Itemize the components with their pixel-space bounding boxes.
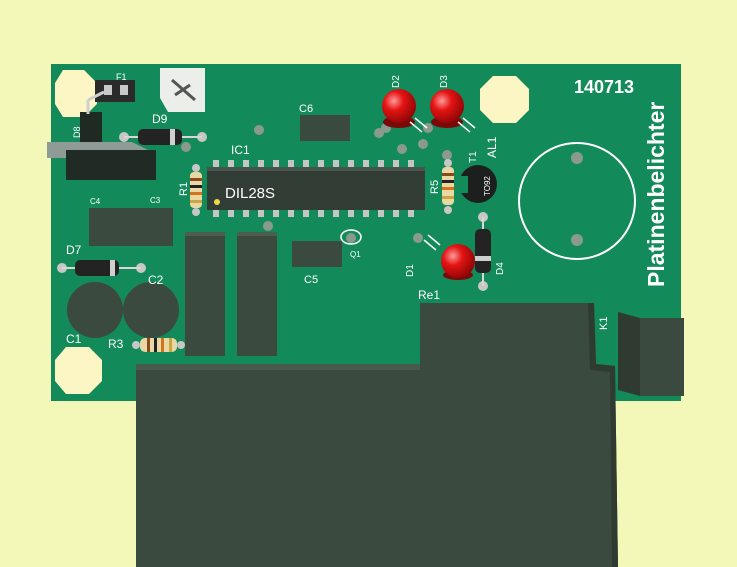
fuse-f1-pin <box>104 85 112 95</box>
diode-d7 <box>75 260 119 276</box>
board-number: 140713 <box>574 77 634 97</box>
capacitor-c4 <box>89 208 129 246</box>
mounting-hole-bottom-left <box>55 347 102 394</box>
capacitor-c6 <box>300 115 350 141</box>
label-r1: R1 <box>178 182 190 196</box>
pad <box>444 206 452 214</box>
regulator-lead <box>87 90 105 102</box>
led-d2 <box>382 89 416 123</box>
relay-re1-shadow-edge <box>588 303 618 567</box>
resistor-band <box>190 200 202 203</box>
buzzer-outline <box>518 142 636 260</box>
label-d8: D8 <box>72 126 82 138</box>
resistor-band <box>190 178 202 181</box>
relay-re1-top-face <box>136 364 420 370</box>
heatsink-base <box>66 150 156 180</box>
diode-d9 <box>138 129 182 145</box>
capacitor-c5 <box>292 241 342 267</box>
capacitor-tall-right <box>237 232 277 356</box>
crystal-q1 <box>340 229 362 245</box>
ic1-chip <box>207 167 425 210</box>
pad <box>177 341 185 349</box>
ic1-pins-bottom <box>213 208 414 217</box>
buzzer-pad <box>571 152 583 164</box>
led-d1 <box>441 244 475 278</box>
transistor-package-label: TO92 <box>483 176 492 196</box>
capacitor-c3 <box>129 208 173 246</box>
board-title: Platinenbelichter <box>643 102 669 287</box>
label-c1: C1 <box>66 332 82 346</box>
diode-band <box>475 256 491 261</box>
connector-pin <box>174 83 191 97</box>
label-t1: T1 <box>468 151 479 163</box>
resistor-band <box>442 187 454 190</box>
resistor-band <box>169 338 172 352</box>
transistor-flat-side <box>459 176 468 193</box>
capacitor-top-edge <box>237 232 277 236</box>
led-light-arrows <box>423 234 441 251</box>
label-r5: R5 <box>429 180 441 194</box>
label-al1: AL1 <box>485 136 499 158</box>
diode-band <box>170 129 175 145</box>
connector-k1 <box>640 318 684 396</box>
ic1-pin1-marker <box>214 199 220 205</box>
mounting-hole-top-right <box>480 76 529 123</box>
label-c4: C4 <box>90 197 101 206</box>
label-k1: K1 <box>598 317 610 330</box>
capacitor-top-edge <box>185 232 225 236</box>
diode-band <box>110 260 115 276</box>
label-c6: C6 <box>299 103 313 115</box>
resistor-band <box>442 180 454 183</box>
resistor-band <box>190 192 202 195</box>
capacitor-tall-left <box>185 232 225 356</box>
capacitor-c1 <box>67 282 123 338</box>
label-d4: D4 <box>495 262 506 275</box>
label-d3: D3 <box>439 75 450 88</box>
label-d1: D1 <box>405 264 416 277</box>
led-light-arrows <box>409 117 476 133</box>
capacitor-c2 <box>123 282 179 338</box>
resistor-band <box>161 338 164 352</box>
label-r3: R3 <box>108 337 124 351</box>
ic1-chip-label: DIL28S <box>225 185 275 202</box>
pad <box>192 208 200 216</box>
buzzer-pad <box>571 234 583 246</box>
pad <box>413 233 423 243</box>
transistor-t1 <box>459 165 497 203</box>
fuse-f1-pin <box>120 85 128 95</box>
label-q1: Q1 <box>350 250 361 259</box>
label-re1: Re1 <box>418 288 440 302</box>
resistor-band <box>154 338 157 352</box>
resistor-band <box>190 185 202 188</box>
label-d9: D9 <box>152 112 168 126</box>
label-c3: C3 <box>150 196 161 205</box>
pad <box>423 123 433 133</box>
resistor-band <box>442 196 454 199</box>
fuse-f1 <box>95 80 135 102</box>
label-d2: D2 <box>391 75 402 88</box>
label-c2: C2 <box>148 273 164 287</box>
led-d3 <box>430 89 464 123</box>
pad <box>132 341 140 349</box>
ic1-pins-top <box>213 160 414 169</box>
label-c5: C5 <box>304 274 318 286</box>
mounting-hole-top-left <box>55 70 97 117</box>
vias <box>181 125 452 243</box>
diode-d4 <box>475 229 491 273</box>
resistor-band <box>442 173 454 176</box>
label-ic1: IC1 <box>231 143 250 157</box>
label-f1: F1 <box>116 72 127 82</box>
label-d7: D7 <box>66 243 82 257</box>
connector-k1-side <box>618 312 640 396</box>
pad <box>444 159 452 167</box>
resistor-band <box>147 338 150 352</box>
pad <box>192 164 200 172</box>
resistor-r5 <box>442 167 454 205</box>
ic1-chip-top-edge <box>207 167 425 171</box>
